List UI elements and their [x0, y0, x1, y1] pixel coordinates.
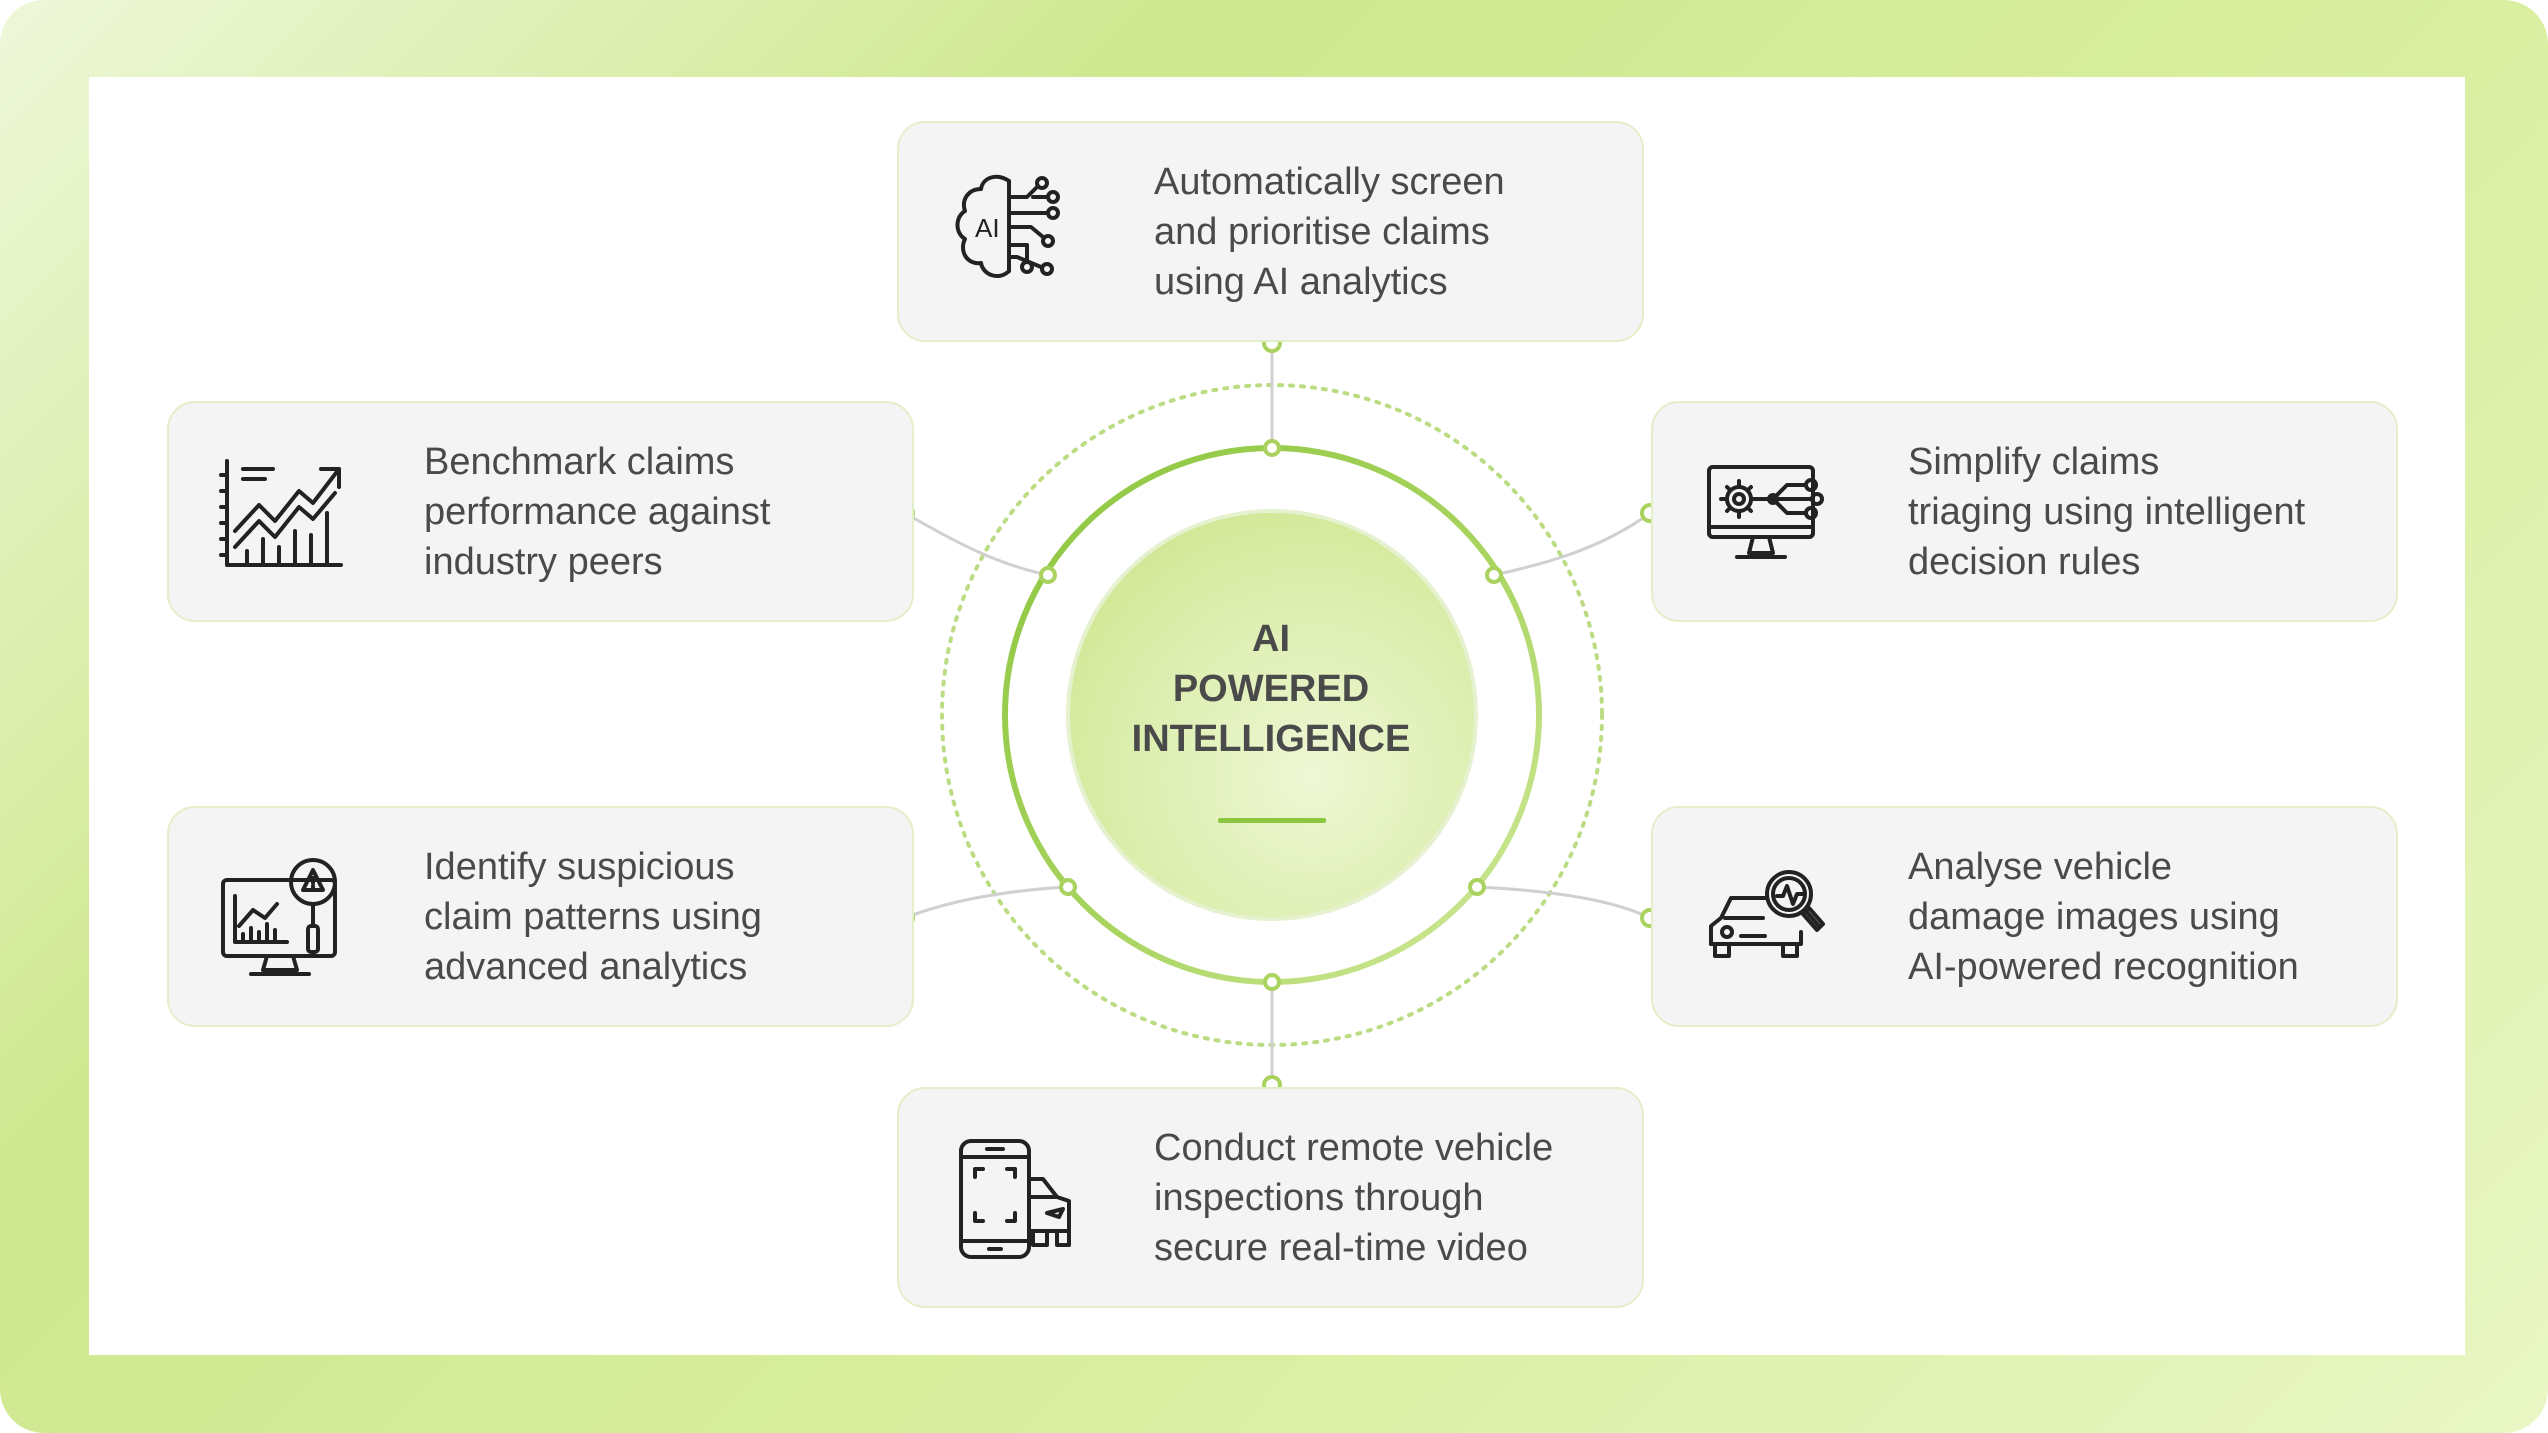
- feature-card-benchmark: Benchmark claims performance against ind…: [167, 401, 914, 622]
- feature-card-damage-images: Analyse vehicle damage images using AI-p…: [1651, 806, 2398, 1027]
- connector-right2: [1476, 885, 1651, 920]
- feature-card-screen-prioritise: AI Automatically screen and prioritise c…: [897, 121, 1644, 342]
- card-line: Benchmark claims: [424, 440, 735, 483]
- phone-car-video-icon: [959, 1138, 1071, 1259]
- node-left1-ring: [1039, 566, 1057, 584]
- card-line: claim patterns using: [424, 895, 762, 938]
- card-line: triaging using intelligent: [1908, 490, 2306, 533]
- connector-left1: [904, 511, 1049, 577]
- hub-underline: [1218, 818, 1326, 823]
- card-text: Identify suspicious claim patterns using…: [424, 842, 884, 992]
- card-line: advanced analytics: [424, 945, 748, 988]
- connectors: [904, 343, 1651, 1085]
- ai-brain-icon: AI: [955, 174, 1060, 278]
- card-line: industry peers: [424, 540, 663, 583]
- hub-title-line-1: AI: [1252, 618, 1290, 660]
- node-right1-ring: [1485, 566, 1503, 584]
- hub-title: AI POWERED INTELLIGENCE: [1071, 614, 1471, 764]
- growth-chart-icon: [219, 458, 343, 567]
- card-line: decision rules: [1908, 540, 2141, 583]
- card-line: Analyse vehicle: [1908, 845, 2173, 888]
- connector-right1: [1493, 511, 1651, 577]
- monitor-alert-icon: [221, 857, 337, 976]
- card-line: Simplify claims: [1908, 440, 2160, 483]
- monitor-gear-icon: [1707, 464, 1824, 559]
- hub-title-line-2: POWERED: [1172, 668, 1370, 710]
- card-line: Conduct remote vehicle: [1154, 1126, 1554, 1169]
- node-top-ring: [1263, 439, 1281, 457]
- hub-core: [1066, 509, 1478, 921]
- connector-left2: [904, 885, 1069, 920]
- card-text: Analyse vehicle damage images using AI-p…: [1908, 842, 2368, 992]
- card-line: secure real-time video: [1154, 1226, 1528, 1269]
- car-inspect-icon: [1709, 869, 1825, 958]
- hub-title-line-3: INTELLIGENCE: [1131, 718, 1411, 760]
- card-text: Simplify claims triaging using intellige…: [1908, 437, 2368, 587]
- feature-card-remote-inspection: Conduct remote vehicle inspections throu…: [897, 1087, 1644, 1308]
- card-text: Automatically screen and prioritise clai…: [1154, 157, 1614, 307]
- node-right2-ring: [1468, 878, 1486, 896]
- card-text: Benchmark claims performance against ind…: [424, 437, 884, 587]
- svg-text:AI: AI: [975, 213, 1000, 243]
- card-line: damage images using: [1908, 895, 2280, 938]
- card-line: AI-powered recognition: [1908, 945, 2299, 988]
- card-text: Conduct remote vehicle inspections throu…: [1154, 1123, 1614, 1273]
- node-bottom-ring: [1263, 973, 1281, 991]
- card-line: inspections through: [1154, 1176, 1484, 1219]
- feature-card-triaging: Simplify claims triaging using intellige…: [1651, 401, 2398, 622]
- card-line: Identify suspicious: [424, 845, 735, 888]
- card-line: performance against: [424, 490, 771, 533]
- feature-card-suspicious-patterns: Identify suspicious claim patterns using…: [167, 806, 914, 1027]
- card-line: Automatically screen: [1154, 160, 1505, 203]
- card-line: and prioritise claims: [1154, 210, 1490, 253]
- node-left2-ring: [1059, 878, 1077, 896]
- card-line: using AI analytics: [1154, 260, 1448, 303]
